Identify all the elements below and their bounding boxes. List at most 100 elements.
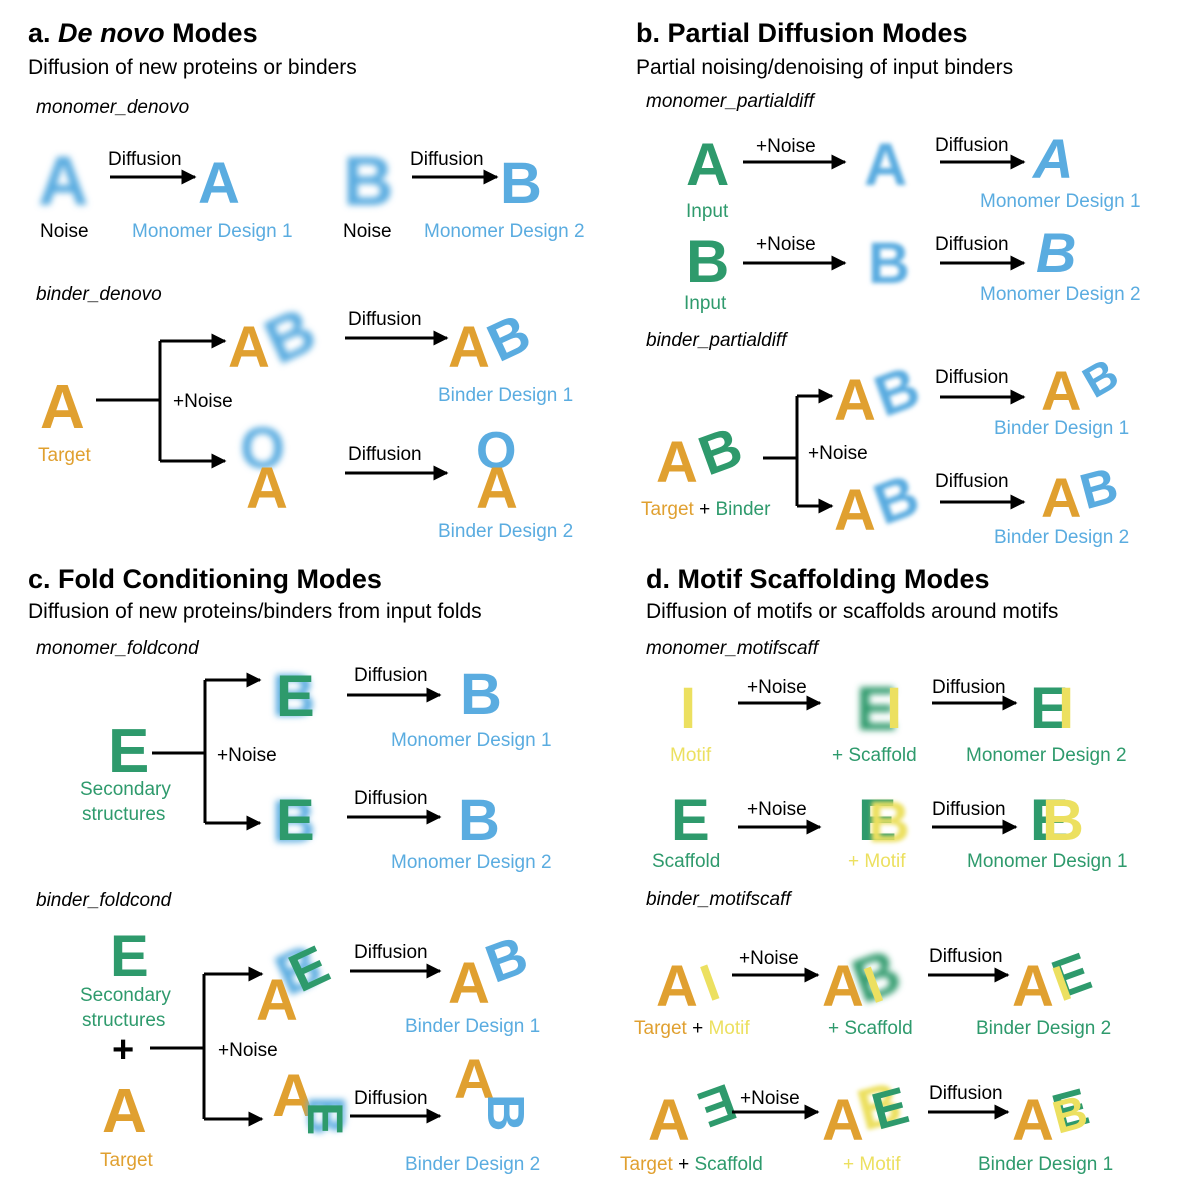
plus-scaffold-label: + Scaffold <box>828 1018 913 1039</box>
target-glyph-a: A <box>448 951 490 1016</box>
noised-glyph-b: B <box>296 1096 356 1135</box>
diffusion-label: Diffusion <box>348 309 422 330</box>
diffusion-label: Diffusion <box>354 788 428 809</box>
noised-glyph-e: E <box>856 675 897 744</box>
design-glyph-b: B <box>500 151 542 216</box>
mode-label-monomer-motifscaff: monomer_motifscaff <box>646 638 820 659</box>
monomer-design-2-label: Monomer Design 2 <box>980 284 1141 305</box>
panel-d-title: d. Motif Scaffolding Modes <box>646 564 989 594</box>
diffusion-label: Diffusion <box>108 149 182 170</box>
target-glyph-a: A <box>448 315 490 380</box>
design-glyph-a: A <box>1031 127 1073 190</box>
monomer-design-2-label: Monomer Design 2 <box>966 745 1127 766</box>
monomer-design-1-label: Monomer Design 1 <box>391 730 552 751</box>
mode-label-binder-denovo: binder_denovo <box>36 284 162 305</box>
noised-glyph-a: A <box>864 131 907 198</box>
structures-label: structures <box>82 804 165 825</box>
diffusion-label: Diffusion <box>935 471 1009 492</box>
target-plus-binder-label: Target + Binder <box>641 499 771 520</box>
binder-design-2-label: Binder Design 2 <box>994 527 1129 548</box>
motif-glyph-i: I <box>1058 676 1074 741</box>
target-glyph-a: A <box>246 456 288 521</box>
monomer-design-1-label: Monomer Design 1 <box>980 191 1141 212</box>
input-glyph-b: B <box>686 228 729 295</box>
target-plus-motif-label: Target + Motif <box>634 1018 750 1039</box>
binder-glyph-b: B <box>1075 349 1127 407</box>
panel-c-title: c. Fold Conditioning Modes <box>28 564 382 594</box>
secondary-label: Secondary <box>80 779 171 800</box>
target-glyph-a: A <box>648 1088 690 1153</box>
panel-b-subtitle: Partial noising/denoising of input binde… <box>636 56 1013 79</box>
panel-d: d. Motif Scaffolding Modes Diffusion of … <box>620 564 1128 1175</box>
target-glyph-a: A <box>834 368 876 433</box>
target-glyph-a: A <box>834 478 876 543</box>
target-glyph-a: A <box>1041 359 1081 422</box>
mode-label-binder-partialdiff: binder_partialdiff <box>646 330 788 351</box>
target-plus-scaffold-label: Target + Scaffold <box>620 1154 763 1175</box>
design-glyph-b: B <box>458 788 500 853</box>
binder-design-1-label: Binder Design 1 <box>978 1154 1113 1175</box>
scaffold-label: Scaffold <box>652 851 720 872</box>
design-glyph-b: B <box>1036 221 1076 284</box>
binder-design-2-label: Binder Design 2 <box>405 1154 540 1175</box>
target-glyph-a: A <box>1012 954 1054 1019</box>
target-label: Target <box>100 1150 154 1171</box>
noised-glyph-b: B <box>272 788 315 855</box>
target-label: Target <box>38 445 92 466</box>
scaffold-glyph-e: E <box>858 788 897 853</box>
monomer-design-2-label: Monomer Design 2 <box>391 852 552 873</box>
monomer-design-1-label: Monomer Design 1 <box>967 851 1128 872</box>
noise-plus-label: +Noise <box>808 443 868 464</box>
target-glyph-a: A <box>476 456 518 521</box>
scaffold-glyph-e: E <box>691 1072 743 1138</box>
diffusion-label: Diffusion <box>932 799 1006 820</box>
noise-plus-label: +Noise <box>747 799 807 820</box>
panel-a: a. De novo Modes Diffusion of new protei… <box>28 18 585 542</box>
design-motif-glyph: B <box>1047 1085 1093 1144</box>
diffusion-label: Diffusion <box>929 946 1003 967</box>
monomer-design-1-label: Monomer Design 1 <box>132 221 293 242</box>
target-glyph-a: A <box>656 954 698 1019</box>
plus-motif-label: + Motif <box>843 1154 901 1175</box>
target-glyph-a: A <box>40 373 85 442</box>
noise-plus-label: +Noise <box>217 745 277 766</box>
fold-glyph-e: E <box>276 664 315 729</box>
target-glyph-a: A <box>822 1088 864 1153</box>
binder-glyph-b: B <box>1074 457 1123 520</box>
structures-label: structures <box>82 1010 165 1031</box>
monomer-design-2-label: Monomer Design 2 <box>424 221 585 242</box>
noise-plus-label: +Noise <box>218 1040 278 1061</box>
binder-glyph-b: B <box>476 1094 534 1132</box>
mode-label-monomer-foldcond: monomer_foldcond <box>36 638 200 659</box>
target-glyph-a: A <box>256 968 298 1033</box>
fold-glyph-e: E <box>297 1102 353 1135</box>
input-glyph-a: A <box>686 131 729 198</box>
design-glyph-e: E <box>1030 788 1069 853</box>
motif-label: Motif <box>670 745 712 766</box>
panel-b: b. Partial Diffusion Modes Partial noisi… <box>636 18 1141 548</box>
noised-glyph-b: B <box>272 662 315 729</box>
noise-plus-label: +Noise <box>739 948 799 969</box>
mode-label-binder-motifscaff: binder_motifscaff <box>646 889 792 910</box>
noise-plus-label: +Noise <box>740 1088 800 1109</box>
diffusion-label: Diffusion <box>354 665 428 686</box>
design-glyph-e: E <box>1030 676 1069 741</box>
motif-glyph-i: I <box>680 676 696 741</box>
design-glyph-a: A <box>198 151 240 216</box>
target-glyph-a: A <box>822 954 864 1019</box>
secondary-label: Secondary <box>80 985 171 1006</box>
noise-glyph-b: B <box>343 142 394 220</box>
panel-a-title: a. De novo Modes <box>28 18 258 48</box>
target-glyph-a: A <box>228 315 270 380</box>
design-glyph-b: B <box>460 662 502 727</box>
target-glyph-a: A <box>102 1077 147 1146</box>
motif-glyph-i: I <box>886 676 902 741</box>
binder-design-1-label: Binder Design 1 <box>438 385 573 406</box>
panel-c: c. Fold Conditioning Modes Diffusion of … <box>28 564 552 1175</box>
diffusion-label: Diffusion <box>929 1083 1003 1104</box>
mode-label-monomer-partialdiff: monomer_partialdiff <box>646 91 816 112</box>
diffusion-label: Diffusion <box>935 135 1009 156</box>
input-label: Input <box>686 201 729 222</box>
noised-glyph-b: B <box>868 790 910 855</box>
